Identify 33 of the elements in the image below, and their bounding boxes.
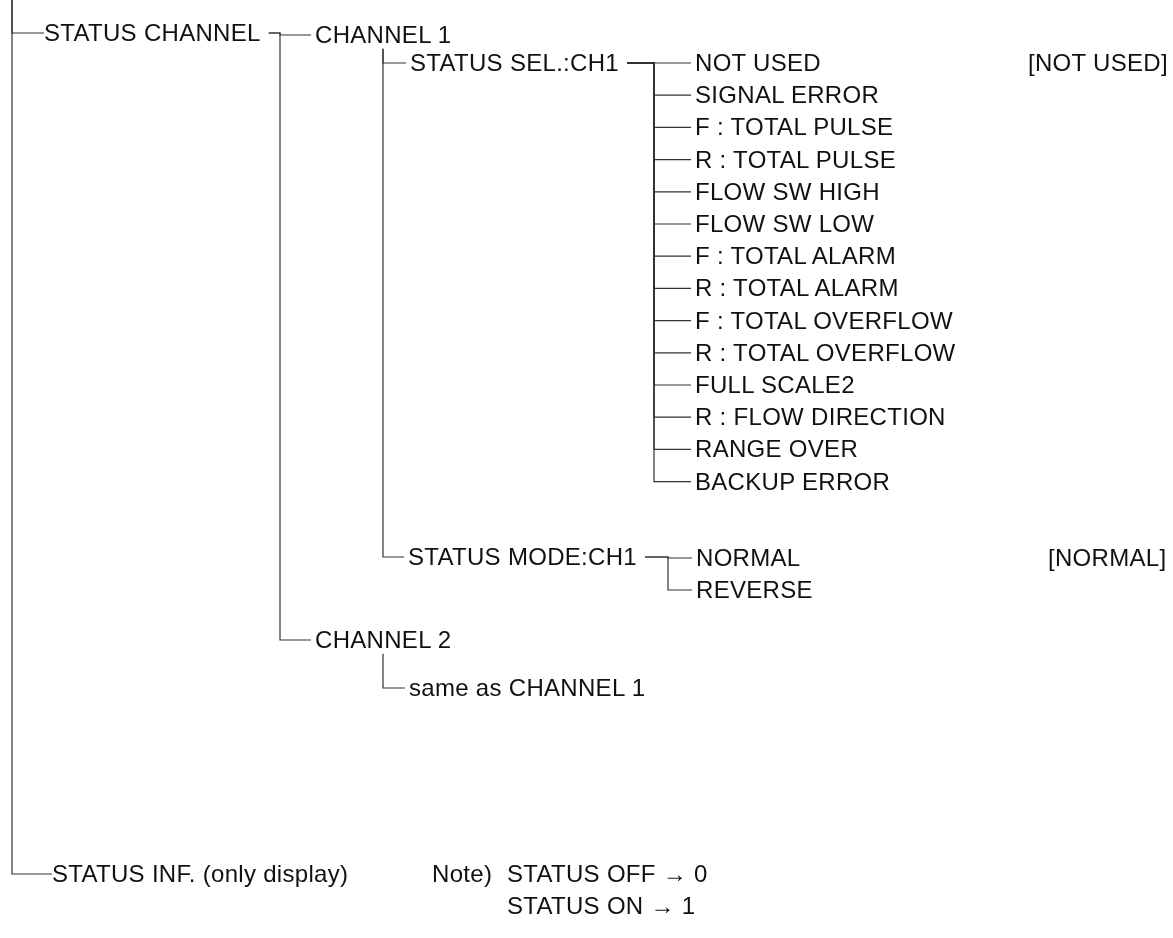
tree-item-label: STATUS MODE:CH1	[408, 543, 637, 571]
tree-item-label: R : FLOW DIRECTION	[695, 403, 946, 431]
tree-item-label: same as CHANNEL 1	[409, 674, 646, 702]
tree-item-label: FLOW SW HIGH	[695, 178, 880, 206]
tree-item-label: RANGE OVER	[695, 435, 859, 464]
tree-item-label: BACKUP ERROR	[695, 467, 891, 496]
note-text: STATUS OFF → 0	[507, 860, 708, 888]
tree-item-label: F : TOTAL PULSE	[695, 113, 894, 142]
default-value-label: [NOT USED]	[1028, 49, 1168, 77]
tree-item-label: R : TOTAL OVERFLOW	[695, 339, 956, 367]
connector-line	[268, 32, 312, 641]
connector-line	[11, 0, 53, 875]
tree-item-label: CHANNEL 1	[315, 21, 452, 49]
note-text: STATUS ON → 1	[507, 892, 696, 920]
note-text: Note)	[432, 860, 493, 888]
tree-item-label: STATUS INF. (only display)	[52, 860, 349, 888]
tree-item-label: STATUS CHANNEL	[44, 19, 261, 47]
tree-item-label: CHANNEL 2	[315, 626, 452, 654]
tree-item-label: STATUS SEL.:CH1	[410, 49, 619, 77]
connector-line	[382, 48, 405, 558]
default-value-label: [NORMAL]	[1048, 544, 1167, 572]
tree-item-label: F : TOTAL OVERFLOW	[695, 306, 953, 335]
tree-item-label: NOT USED	[695, 49, 821, 77]
tree-item-label: R : TOTAL PULSE	[695, 145, 896, 174]
tree-item-label: SIGNAL ERROR	[695, 81, 880, 109]
tree-item-label: FLOW SW LOW	[695, 210, 875, 238]
connector-line	[382, 653, 406, 689]
tree-item-label: REVERSE	[696, 576, 813, 604]
tree-item-label: NORMAL	[696, 544, 801, 572]
connector-line	[644, 556, 693, 591]
tree-item-label: F : TOTAL ALARM	[695, 242, 896, 270]
tree-item-label: R : TOTAL ALARM	[695, 274, 899, 303]
tree-item-label: FULL SCALE2	[695, 371, 855, 399]
